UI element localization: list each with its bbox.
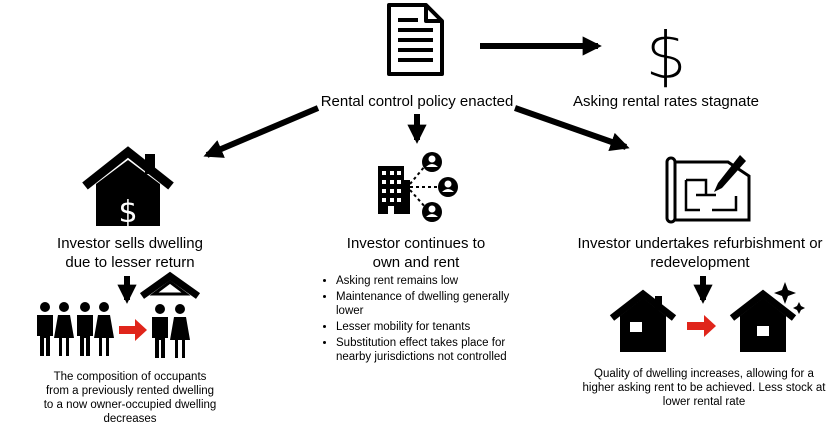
bullet-item: Maintenance of dwelling generally lower <box>336 290 524 318</box>
bullet-item: Asking rent remains low <box>336 274 524 288</box>
couple-icon <box>152 304 190 358</box>
sell-caption-line: decreases <box>103 413 157 425</box>
refurbish-title-line2: redevelopment <box>650 254 750 271</box>
rates-label: Asking rental rates stagnate <box>573 93 759 110</box>
refurbish-caption: Quality of dwelling increases, allowing … <box>572 367 833 409</box>
sparkle-icon <box>774 282 805 314</box>
dollar-icon: $ <box>646 20 687 94</box>
house-dollar-icon: $ <box>82 146 174 230</box>
arrow-to-sell <box>203 105 320 158</box>
policy-label: Rental control policy enacted <box>320 93 514 110</box>
sell-title-line1: Investor sells dwelling <box>57 235 203 252</box>
sell-title-line2: due to lesser return <box>65 254 195 271</box>
bullet-item: Lesser mobility for tenants <box>336 320 524 334</box>
continue-title-line2: own and rent <box>372 254 460 271</box>
sell-caption-line: to a now owner-occupied dwelling <box>43 399 217 411</box>
occupants-icon <box>37 302 114 356</box>
building-tenants-icon <box>378 152 458 222</box>
refurbish-title: Investor undertakes refurbishment or red… <box>560 234 833 272</box>
red-arrow-left <box>119 319 147 341</box>
red-arrow-right <box>687 315 716 337</box>
sell-caption-line: from a previously rented dwelling <box>45 385 215 397</box>
continue-title: Investor continues to own and rent <box>320 234 512 272</box>
sell-caption: The composition of occupants from a prev… <box>20 370 240 426</box>
bullet-item: Substitution effect takes place for near… <box>336 336 524 364</box>
continue-title-line1: Investor continues to <box>346 235 486 252</box>
sell-title: Investor sells dwelling due to lesser re… <box>40 234 220 272</box>
house-dollar-glyph: $ <box>118 195 137 230</box>
refurbish-caption-line: higher asking rent to be achieved. Less … <box>582 382 826 394</box>
refurbish-caption-line: Quality of dwelling increases, allowing … <box>594 368 814 380</box>
document-icon <box>387 3 444 76</box>
refurbish-caption-line: lower rental rate <box>662 396 746 408</box>
continue-bullets: Asking rent remains low Maintenance of d… <box>322 274 524 366</box>
sell-caption-line: The composition of occupants <box>53 371 207 383</box>
roof-icon <box>139 271 201 299</box>
blueprint-icon <box>665 155 751 224</box>
house-after-icon <box>729 289 797 352</box>
arrow-to-refurbish <box>514 105 630 151</box>
house-before-icon <box>609 289 677 352</box>
refurbish-title-line1: Investor undertakes refurbishment or <box>577 235 823 252</box>
